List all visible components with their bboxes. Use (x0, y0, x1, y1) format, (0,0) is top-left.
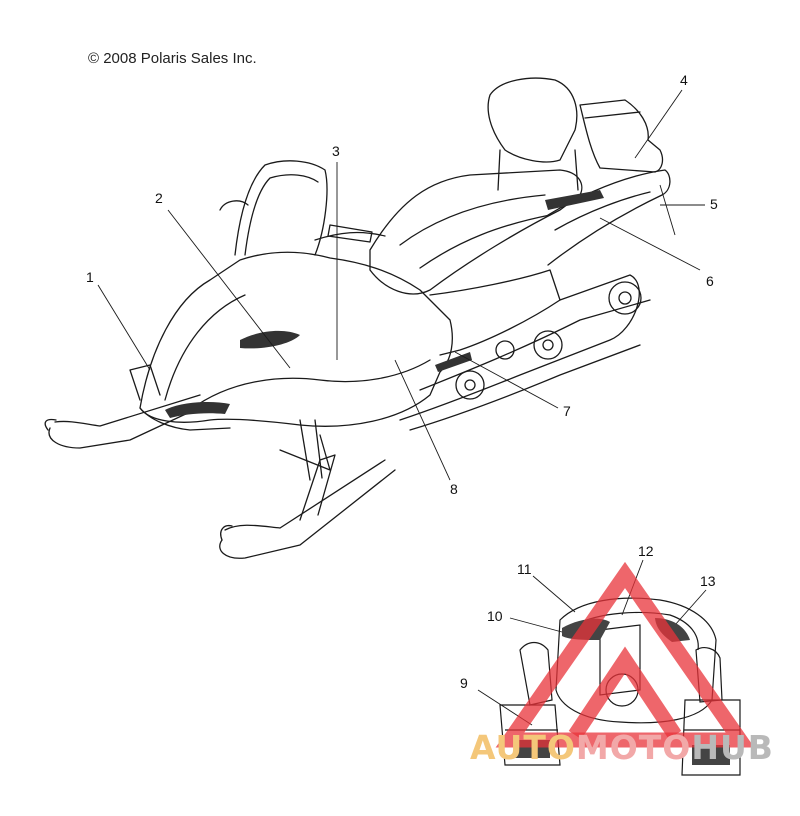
left-ski-upper (54, 394, 201, 427)
right-ski-loop (220, 524, 233, 541)
watermark-moto: MOTO (575, 728, 692, 767)
bogie-wheel-3 (608, 281, 642, 315)
track-lower (409, 344, 641, 431)
callout-6: 6 (706, 273, 714, 289)
mirror-left (219, 200, 249, 211)
side-panel (429, 269, 561, 356)
callout-1: 1 (86, 269, 94, 285)
hood-ridge (164, 294, 246, 401)
bogie-wheel-1 (455, 370, 485, 400)
left-ski (48, 404, 206, 449)
callout-3: 3 (332, 143, 340, 159)
leader-4 (634, 89, 683, 159)
callout-9: 9 (460, 675, 468, 691)
callout-5: 5 (710, 196, 718, 212)
leader-2 (167, 209, 291, 369)
callout-13: 13 (700, 573, 716, 589)
right-ski-upper (224, 459, 386, 531)
seat-seam (399, 194, 546, 246)
copyright-notice: © 2008 Polaris Sales Inc. (88, 50, 257, 67)
rear-right-flap (695, 647, 723, 703)
bogie-wheel-2 (533, 330, 563, 360)
callout-11: 11 (517, 561, 532, 577)
watermark-text: AUTOMOTOHUB (470, 728, 774, 767)
leader-1 (97, 284, 151, 371)
left-spindle (129, 364, 161, 401)
rear-bumper-inner (554, 191, 651, 231)
handlebar-grip (327, 224, 373, 243)
hood-panel (189, 359, 431, 411)
hood-decal-vent (240, 330, 300, 349)
backrest-post (497, 149, 579, 191)
leader-7 (454, 351, 559, 409)
watermark-triangle-icon (495, 561, 755, 748)
rear-bumper (547, 169, 671, 266)
storage-box (579, 99, 664, 173)
watermark-auto: AUTO (470, 728, 576, 767)
rear-foot-pad-r (692, 745, 730, 765)
a-arm (279, 434, 331, 471)
running-board (419, 299, 651, 391)
leader-8 (394, 359, 451, 481)
watermark-inner-icon (568, 646, 682, 740)
watermark-logo (495, 561, 755, 748)
nose-decal (165, 402, 230, 418)
windshield-inner (244, 174, 319, 256)
track (399, 274, 640, 421)
bogie-wheel-3-hub (618, 291, 632, 305)
callout-12: 12 (638, 543, 654, 559)
bogie-wheel-2-hub (542, 339, 554, 351)
right-spindle (299, 454, 336, 521)
seat (369, 169, 583, 295)
seat-strap-decal (545, 190, 604, 210)
leader-10 (509, 617, 563, 633)
callout-8: 8 (450, 481, 458, 497)
callout-4: 4 (680, 72, 688, 88)
backrest (487, 77, 578, 163)
hood-outline (139, 251, 453, 427)
callout-2: 2 (155, 190, 163, 206)
leader-11 (532, 575, 576, 613)
callout-7: 7 (563, 403, 571, 419)
seat-seam-2 (419, 214, 551, 269)
handlebar (314, 231, 386, 241)
rear-right-ski-foot (681, 699, 741, 776)
bogie-wheel-4 (495, 340, 515, 360)
storage-lid (584, 111, 641, 119)
left-ski-loop (44, 418, 57, 431)
leader-6 (599, 217, 701, 271)
side-decal (435, 352, 472, 372)
right-ski (219, 469, 396, 559)
leader-5b (659, 184, 676, 236)
bogie-wheel-1-hub (464, 379, 476, 391)
watermark-hub: HUB (691, 728, 774, 767)
right-shock (299, 419, 323, 481)
callout-10: 10 (487, 608, 503, 624)
windshield (234, 160, 328, 256)
